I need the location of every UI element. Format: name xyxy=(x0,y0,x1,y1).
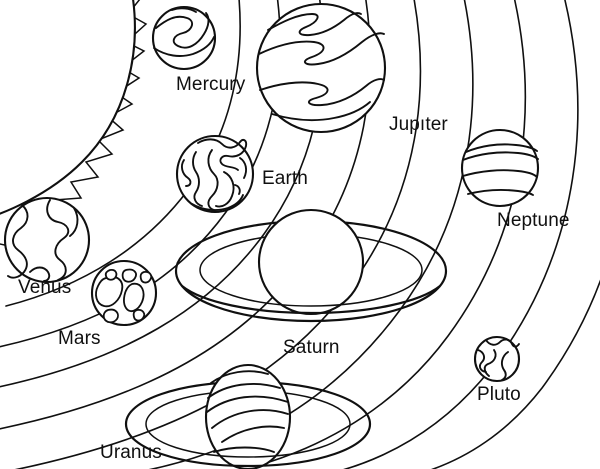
earth-continent-eurasia xyxy=(197,138,248,171)
label-venus: Venus xyxy=(18,277,71,298)
venus-cloud-pattern-left xyxy=(7,204,29,279)
planet-uranus xyxy=(124,363,372,469)
uranus-band-6 xyxy=(213,446,275,453)
uranus-ring-inner-front xyxy=(145,423,351,458)
pluto-surface-patch-right xyxy=(500,351,509,381)
earth-landmass-east xyxy=(239,157,248,179)
venus-cloud-pattern-bottom xyxy=(29,266,51,282)
uranus-band-5 xyxy=(221,425,285,443)
pluto-surface-patch-center xyxy=(483,349,497,377)
label-earth: Earth xyxy=(262,168,308,189)
uranus-band-3 xyxy=(206,395,289,413)
planet-labels-group: Mercury Venus Earth Mars Jupıter Saturn … xyxy=(18,74,570,463)
venus-cloud-pattern-center xyxy=(46,199,70,281)
label-jupiter: Jupıter xyxy=(389,114,448,135)
sun-disc xyxy=(0,0,136,215)
orbit-arc-pluto xyxy=(430,279,600,469)
uranus-ring-outer-front xyxy=(124,423,372,468)
jupiter-band-bottom xyxy=(271,101,371,122)
jupiter-disc xyxy=(255,2,387,134)
jupiter-band-upper-mid xyxy=(258,32,385,66)
saturn-disc xyxy=(257,208,365,316)
label-mercury: Mercury xyxy=(176,74,246,95)
venus-cloud-pattern-right xyxy=(69,207,79,237)
label-uranus: Uranus xyxy=(100,442,162,463)
saturn-ring-outer-front xyxy=(174,270,448,323)
uranus-band-4 xyxy=(211,409,289,429)
uranus-band-1 xyxy=(210,370,269,384)
planet-saturn xyxy=(174,208,448,323)
planet-mars xyxy=(90,259,158,327)
mars-crater-large-right xyxy=(123,282,145,313)
planet-jupiter xyxy=(255,2,387,134)
planet-pluto xyxy=(473,335,521,383)
earth-continent-africa xyxy=(192,151,203,207)
pluto-surface-patch-left xyxy=(477,349,487,373)
earth-landmass-west xyxy=(180,159,192,187)
earth-continent-americas xyxy=(207,149,219,211)
neptune-band-4 xyxy=(467,189,534,196)
mars-crater-bottom-left xyxy=(102,308,119,324)
mars-crater-top-right xyxy=(139,270,153,284)
label-pluto: Pluto xyxy=(477,384,521,405)
saturn-ring-edge-line xyxy=(181,285,441,315)
earth-continent-south-america xyxy=(215,171,235,208)
label-mars: Mars xyxy=(58,328,101,349)
planet-earth xyxy=(175,134,255,214)
jupiter-band-top xyxy=(267,12,362,37)
mars-crater-bottom-right xyxy=(132,308,146,322)
uranus-band-2 xyxy=(207,382,281,399)
label-saturn: Saturn xyxy=(283,337,340,358)
saturn-ring-inner-front xyxy=(199,269,423,307)
mercury-surface-markings xyxy=(155,12,210,49)
pluto-disc xyxy=(473,335,521,383)
earth-small-island xyxy=(234,184,241,195)
mars-crater-top-mid xyxy=(121,268,137,283)
mars-crater-top-left xyxy=(104,268,118,281)
neptune-disc xyxy=(460,128,540,208)
planet-mercury xyxy=(151,5,217,71)
label-neptune: Neptune xyxy=(497,210,570,231)
neptune-band-2 xyxy=(462,151,539,161)
planet-venus xyxy=(3,196,91,284)
neptune-band-3 xyxy=(462,169,538,178)
mars-crater-large-left xyxy=(95,275,124,308)
earth-landmass-antarctic xyxy=(191,194,244,212)
planet-neptune xyxy=(460,128,540,208)
mercury-surface-band xyxy=(153,36,215,57)
jupiter-band-lower-mid xyxy=(259,78,385,107)
neptune-band-1 xyxy=(465,143,538,153)
uranus-disc xyxy=(204,363,292,469)
pluto-surface-patch-top xyxy=(485,338,520,348)
mercury-disc xyxy=(151,5,217,71)
mercury-surface-swirl xyxy=(171,7,197,13)
